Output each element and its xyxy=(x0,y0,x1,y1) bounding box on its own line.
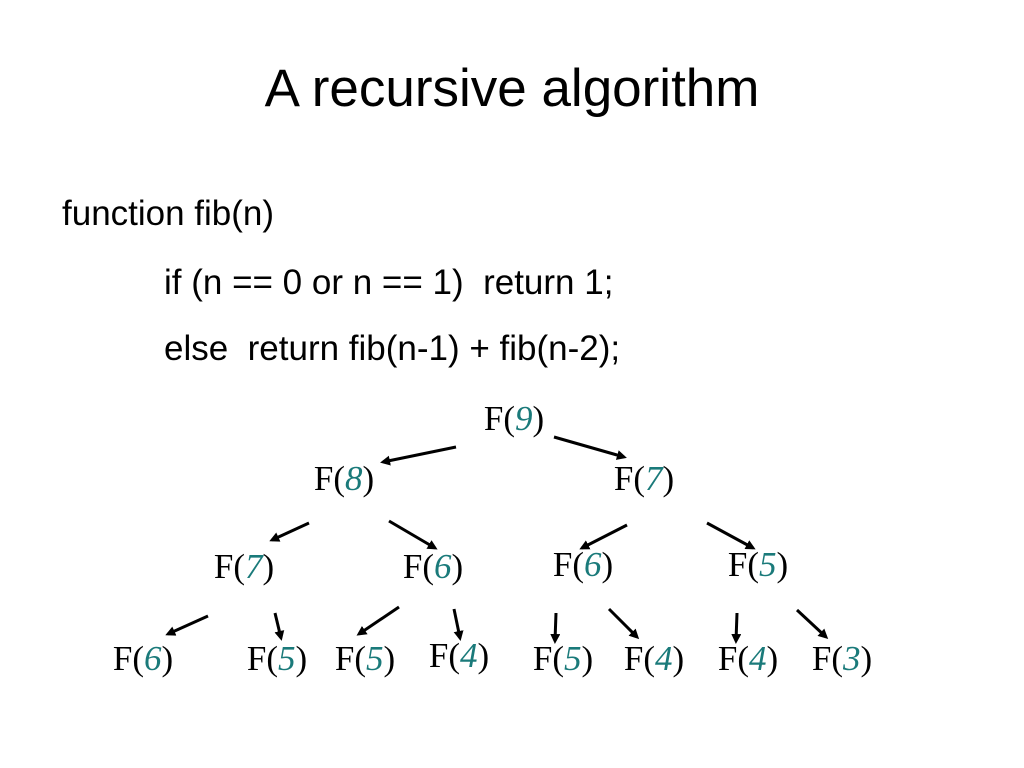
tree-node-arg: 6 xyxy=(584,545,602,584)
edge-n87-to-l2 xyxy=(273,612,285,641)
tree-node-n8: F(8) xyxy=(314,459,374,498)
tree-node-n7: F(7) xyxy=(614,459,674,498)
tree-node-arg: 4 xyxy=(749,639,767,678)
tree-node-l6: F(4) xyxy=(624,639,684,678)
tree-node-l7: F(4) xyxy=(718,639,778,678)
code-line-recursive-case: else return fib(n-1) + fib(n-2); xyxy=(164,329,621,368)
tree-node-n9: F(9) xyxy=(484,399,544,438)
tree-node-arg: 6 xyxy=(434,547,452,586)
tree-nodes: F(9) F(8) F(7) F(7) F(6) F(6) F(5) F(6) F(5) F(5)… xyxy=(113,399,872,678)
tree-node-l2: F(5) xyxy=(247,639,307,678)
edge-n7-to-n75 xyxy=(706,521,756,550)
code-line-base-case: if (n == 0 or n == 1) return 1; xyxy=(164,263,614,302)
edge-n76-to-l5 xyxy=(550,612,561,644)
tree-node-n76: F(6) xyxy=(553,545,613,584)
tree-node-arg: 9 xyxy=(515,399,533,438)
tree-node-l4: F(4) xyxy=(429,636,489,675)
tree-node-l1: F(6) xyxy=(113,639,173,678)
tree-node-arg: 7 xyxy=(645,459,664,498)
edge-n7-to-n76 xyxy=(579,523,628,550)
edge-n76-to-l6 xyxy=(607,607,640,640)
tree-node-arg: 5 xyxy=(278,639,296,678)
edge-n9-to-n7 xyxy=(553,435,627,460)
tree-node-l5: F(5) xyxy=(533,639,593,678)
edge-n75-to-l7 xyxy=(731,612,742,644)
tree-node-arg: 4 xyxy=(655,639,673,678)
edge-n87-to-l1 xyxy=(165,614,209,636)
edge-n86-to-l3 xyxy=(356,605,400,636)
tree-node-arg: 3 xyxy=(842,639,861,678)
tree-node-l8: F(3) xyxy=(812,639,872,678)
slide-title: A recursive algorithm xyxy=(264,59,760,118)
edge-n86-to-l4 xyxy=(452,608,464,641)
edge-n9-to-n8 xyxy=(380,445,457,466)
tree-edges xyxy=(165,435,829,644)
edge-n8-to-n86 xyxy=(388,519,438,550)
tree-node-arg: 6 xyxy=(144,639,162,678)
code-line-function-signature: function fib(n) xyxy=(62,194,275,233)
tree-node-arg: 8 xyxy=(345,459,363,498)
edge-n75-to-l8 xyxy=(795,608,829,640)
tree-node-arg: 5 xyxy=(759,545,777,584)
tree-node-n75: F(5) xyxy=(728,545,788,584)
tree-node-arg: 7 xyxy=(245,547,264,586)
tree-node-n86: F(6) xyxy=(403,547,463,586)
tree-node-n87: F(7) xyxy=(214,547,274,586)
tree-node-arg: 5 xyxy=(366,639,384,678)
edge-n8-to-n87 xyxy=(269,521,310,542)
tree-node-l3: F(5) xyxy=(335,639,395,678)
tree-node-arg: 4 xyxy=(460,636,478,675)
tree-node-arg: 5 xyxy=(564,639,582,678)
